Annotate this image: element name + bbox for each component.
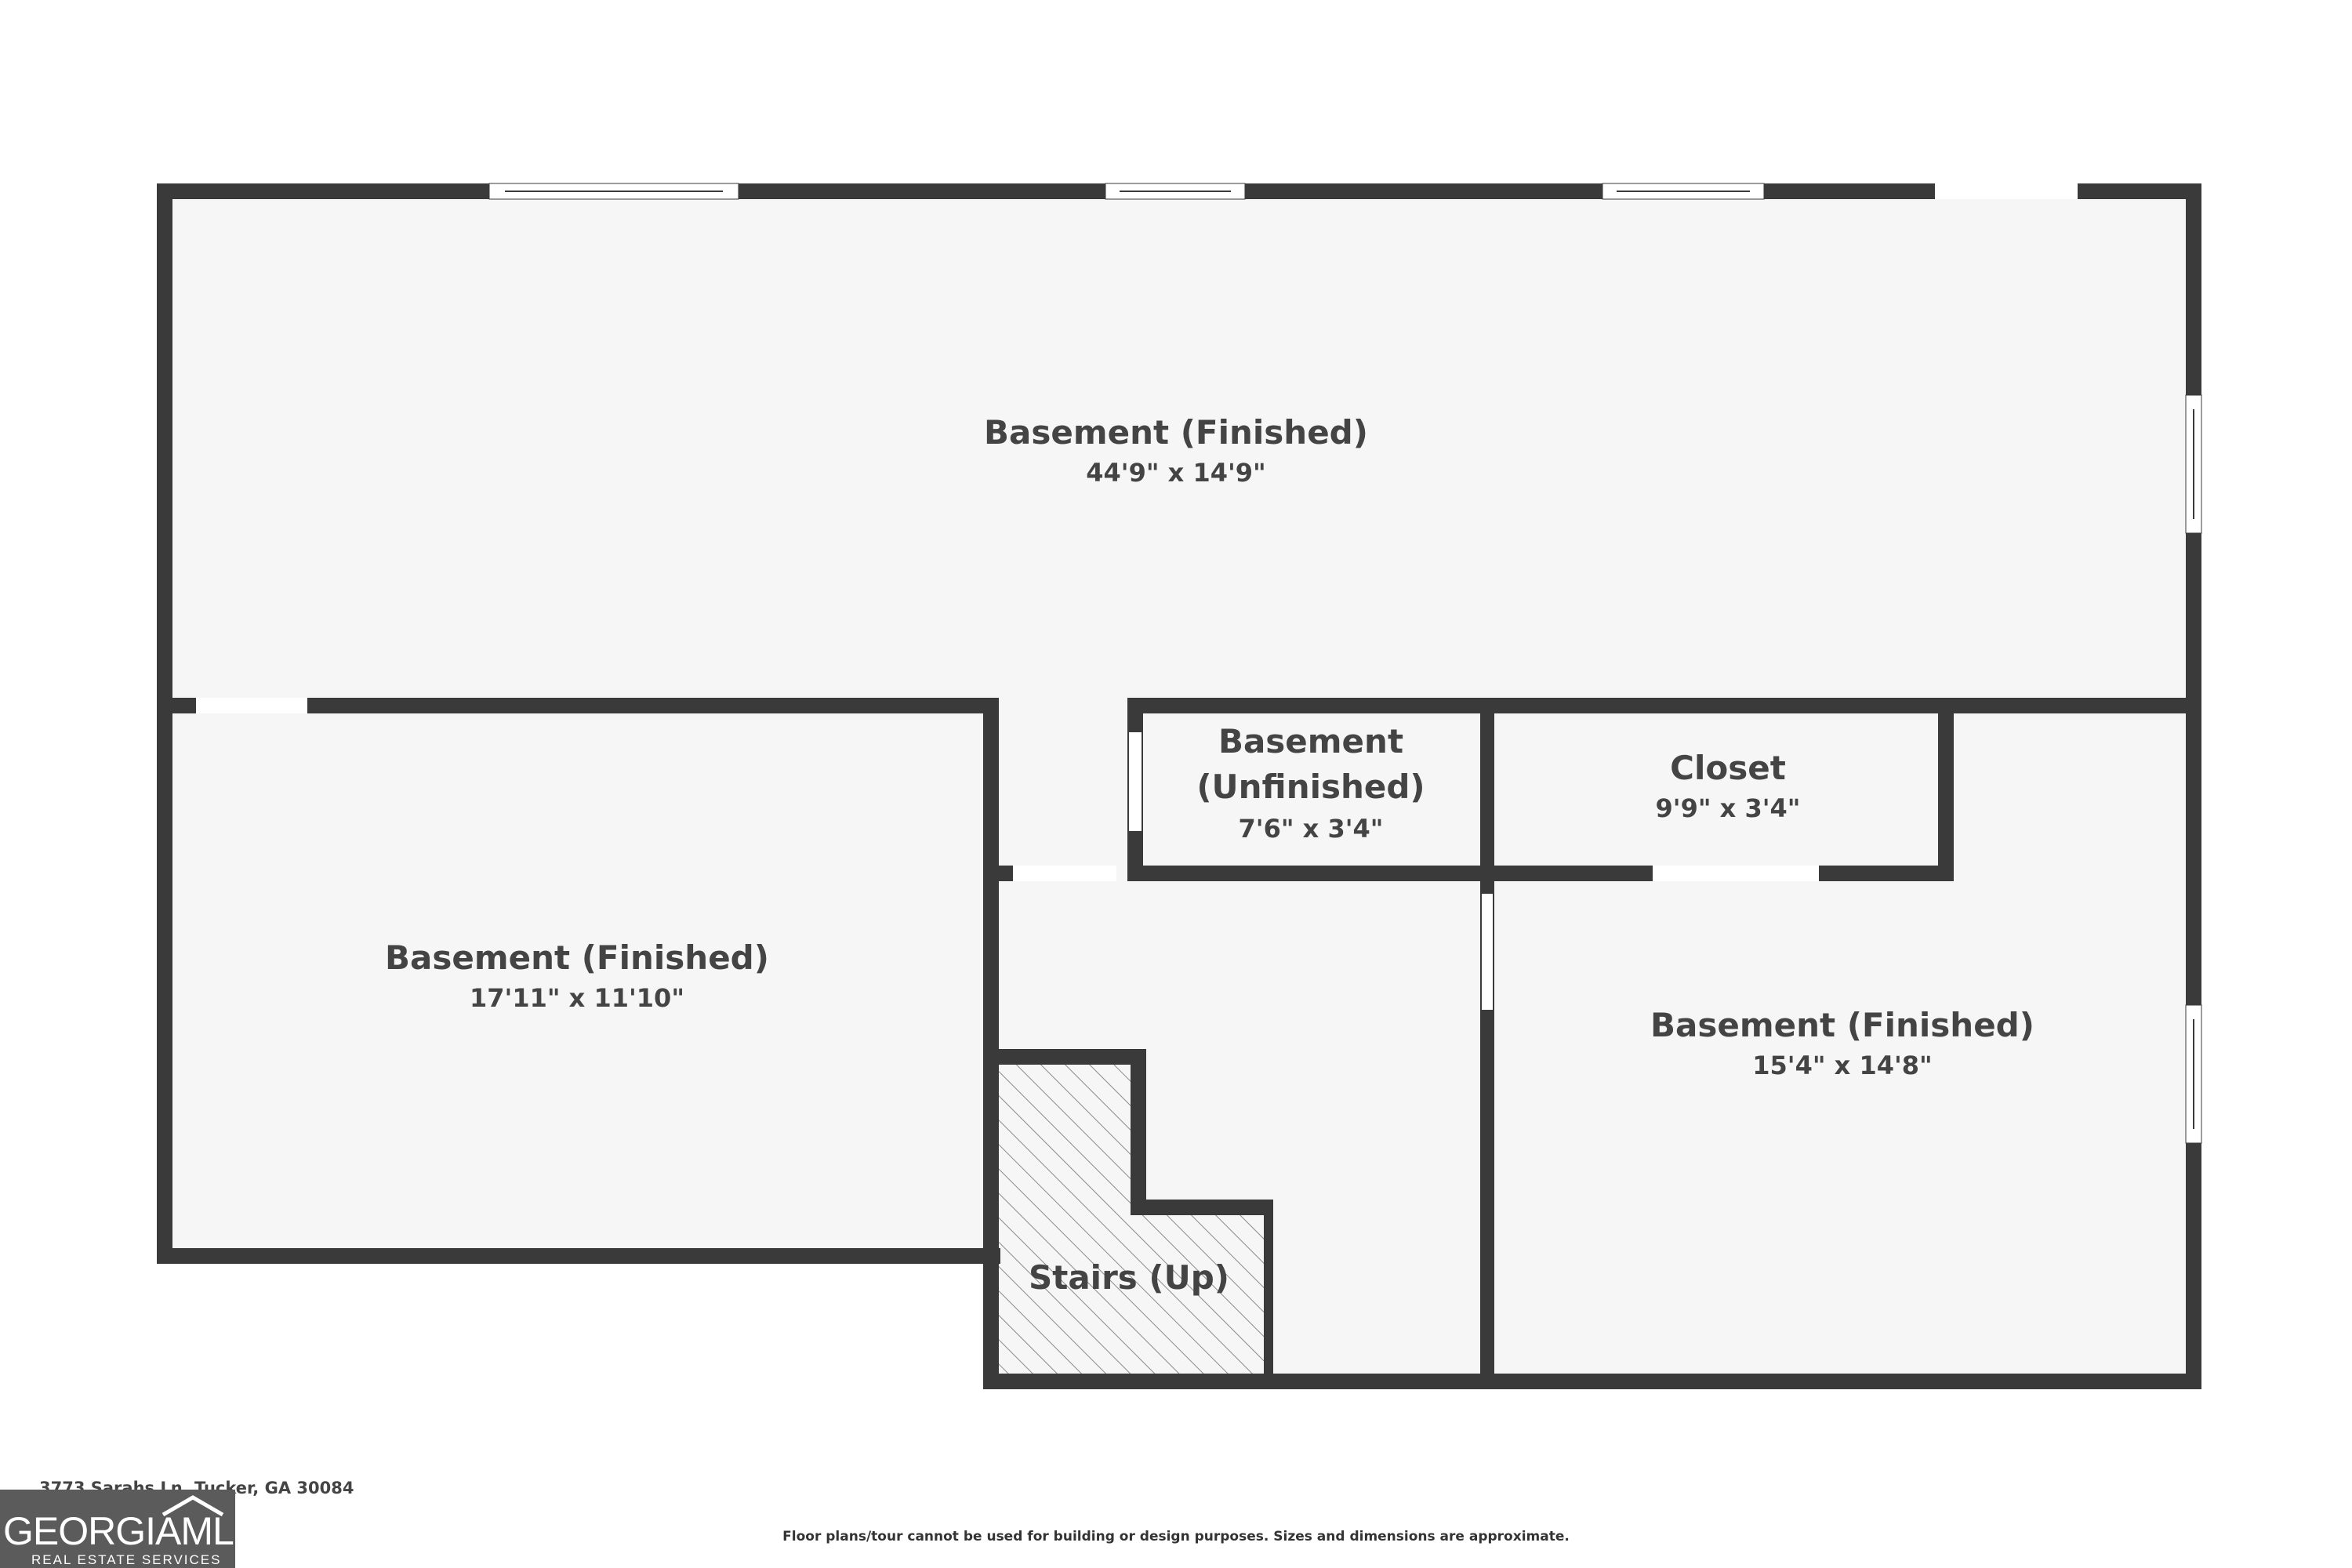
room-name-basement-top: Basement (Finished) bbox=[984, 413, 1368, 452]
room-name-basement-unfinished-line1: Basement bbox=[1218, 722, 1403, 760]
disclaimer-text: Floor plans/tour cannot be used for buil… bbox=[782, 1529, 1570, 1544]
room-name-stairs: Stairs (Up) bbox=[1029, 1258, 1229, 1297]
door-opening bbox=[196, 698, 307, 713]
floor-basement-top bbox=[163, 194, 2189, 701]
floor-areas bbox=[163, 194, 2189, 1377]
roof-icon bbox=[162, 1495, 224, 1517]
room-name-basement-right: Basement (Finished) bbox=[1650, 1006, 2034, 1044]
room-name-basement-left: Basement (Finished) bbox=[385, 938, 769, 977]
logo-tagline: REAL ESTATE SERVICES bbox=[31, 1552, 222, 1567]
room-name-closet: Closet bbox=[1670, 749, 1786, 787]
floor-basement-right bbox=[1486, 701, 2189, 1377]
door-opening bbox=[1653, 866, 1819, 881]
door-opening bbox=[1013, 866, 1116, 881]
georgia-mls-logo: GEORGIAMLS REAL ESTATE SERVICES bbox=[0, 1490, 235, 1568]
room-dims-closet: 9'9" x 3'4" bbox=[1656, 793, 1801, 823]
stairs-area bbox=[985, 1057, 1270, 1377]
room-dims-basement-left: 17'11" x 11'10" bbox=[470, 983, 684, 1013]
door-opening bbox=[1482, 894, 1493, 1010]
room-dims-basement-unfinished: 7'6" x 3'4" bbox=[1239, 814, 1384, 844]
windows-openings bbox=[196, 183, 2202, 1144]
door-opening bbox=[1935, 183, 2078, 199]
door-opening bbox=[1129, 732, 1142, 831]
room-name-basement-unfinished-line2: (Unfinished) bbox=[1196, 768, 1425, 806]
logo-wordmark: GEORGIAMLS bbox=[3, 1509, 235, 1553]
room-dims-basement-top: 44'9" x 14'9" bbox=[1086, 458, 1265, 488]
room-dims-basement-right: 15'4" x 14'8" bbox=[1752, 1051, 1932, 1080]
room-labels: Basement (Finished) 44'9" x 14'9" Baseme… bbox=[385, 413, 2034, 1297]
floor-basement-left bbox=[163, 701, 985, 1251]
